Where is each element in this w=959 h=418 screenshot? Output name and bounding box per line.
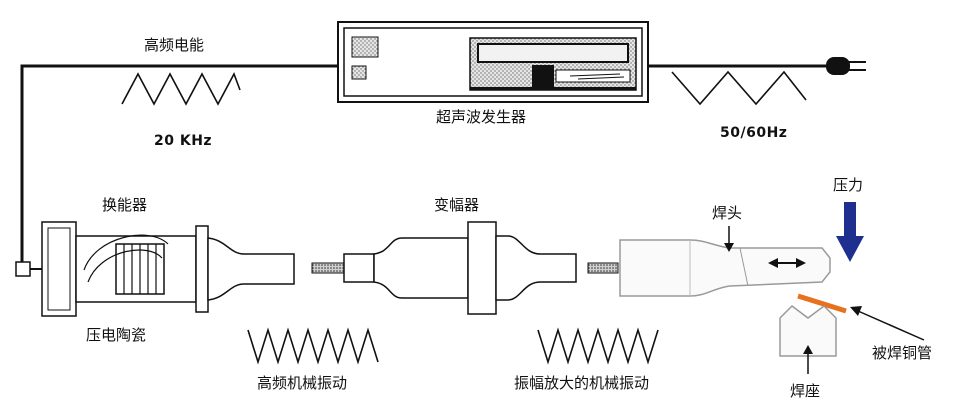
- transducer-label: 换能器: [102, 196, 148, 214]
- booster: [343, 221, 577, 315]
- workpiece-pointer: [850, 306, 925, 341]
- piezo-stack: [115, 243, 165, 295]
- booster-horn-stud: [587, 262, 619, 274]
- hf-power-label: 高频电能: [144, 36, 205, 54]
- pressure-label: 压力: [833, 176, 864, 194]
- horn-pointer: [724, 226, 734, 252]
- amplified-vibration-wave: [537, 327, 659, 365]
- booster-label: 变幅器: [434, 196, 480, 214]
- anvil-label: 焊座: [790, 382, 821, 400]
- transducer: [15, 221, 295, 317]
- transducer-booster-stud: [311, 262, 345, 274]
- horn-label: 焊头: [712, 204, 743, 222]
- vibration-direction-icon: [768, 258, 806, 268]
- hf-power-wave: [121, 72, 241, 106]
- workpiece-label: 被焊铜管: [872, 344, 933, 362]
- copper-tube: [797, 293, 847, 314]
- hf-vibration-label: 高频机械振动: [257, 374, 348, 392]
- freq-mains-label: 50/60Hz: [720, 125, 788, 141]
- ultrasonic-generator: [337, 21, 649, 103]
- mains-wave: [671, 70, 807, 106]
- generator-label: 超声波发生器: [436, 108, 527, 126]
- piezo-label: 压电陶瓷: [86, 326, 147, 344]
- power-cable: [20, 64, 830, 270]
- freq-input-label: 20 KHz: [154, 133, 213, 149]
- welding-horn: [619, 239, 831, 297]
- anvil-pointer: [803, 345, 813, 374]
- pressure-arrow-icon: [836, 202, 864, 262]
- anvil: [779, 305, 837, 357]
- mains-plug: [826, 57, 866, 75]
- amplified-vibration-label: 振幅放大的机械振动: [514, 374, 650, 392]
- hf-vibration-wave: [247, 327, 379, 365]
